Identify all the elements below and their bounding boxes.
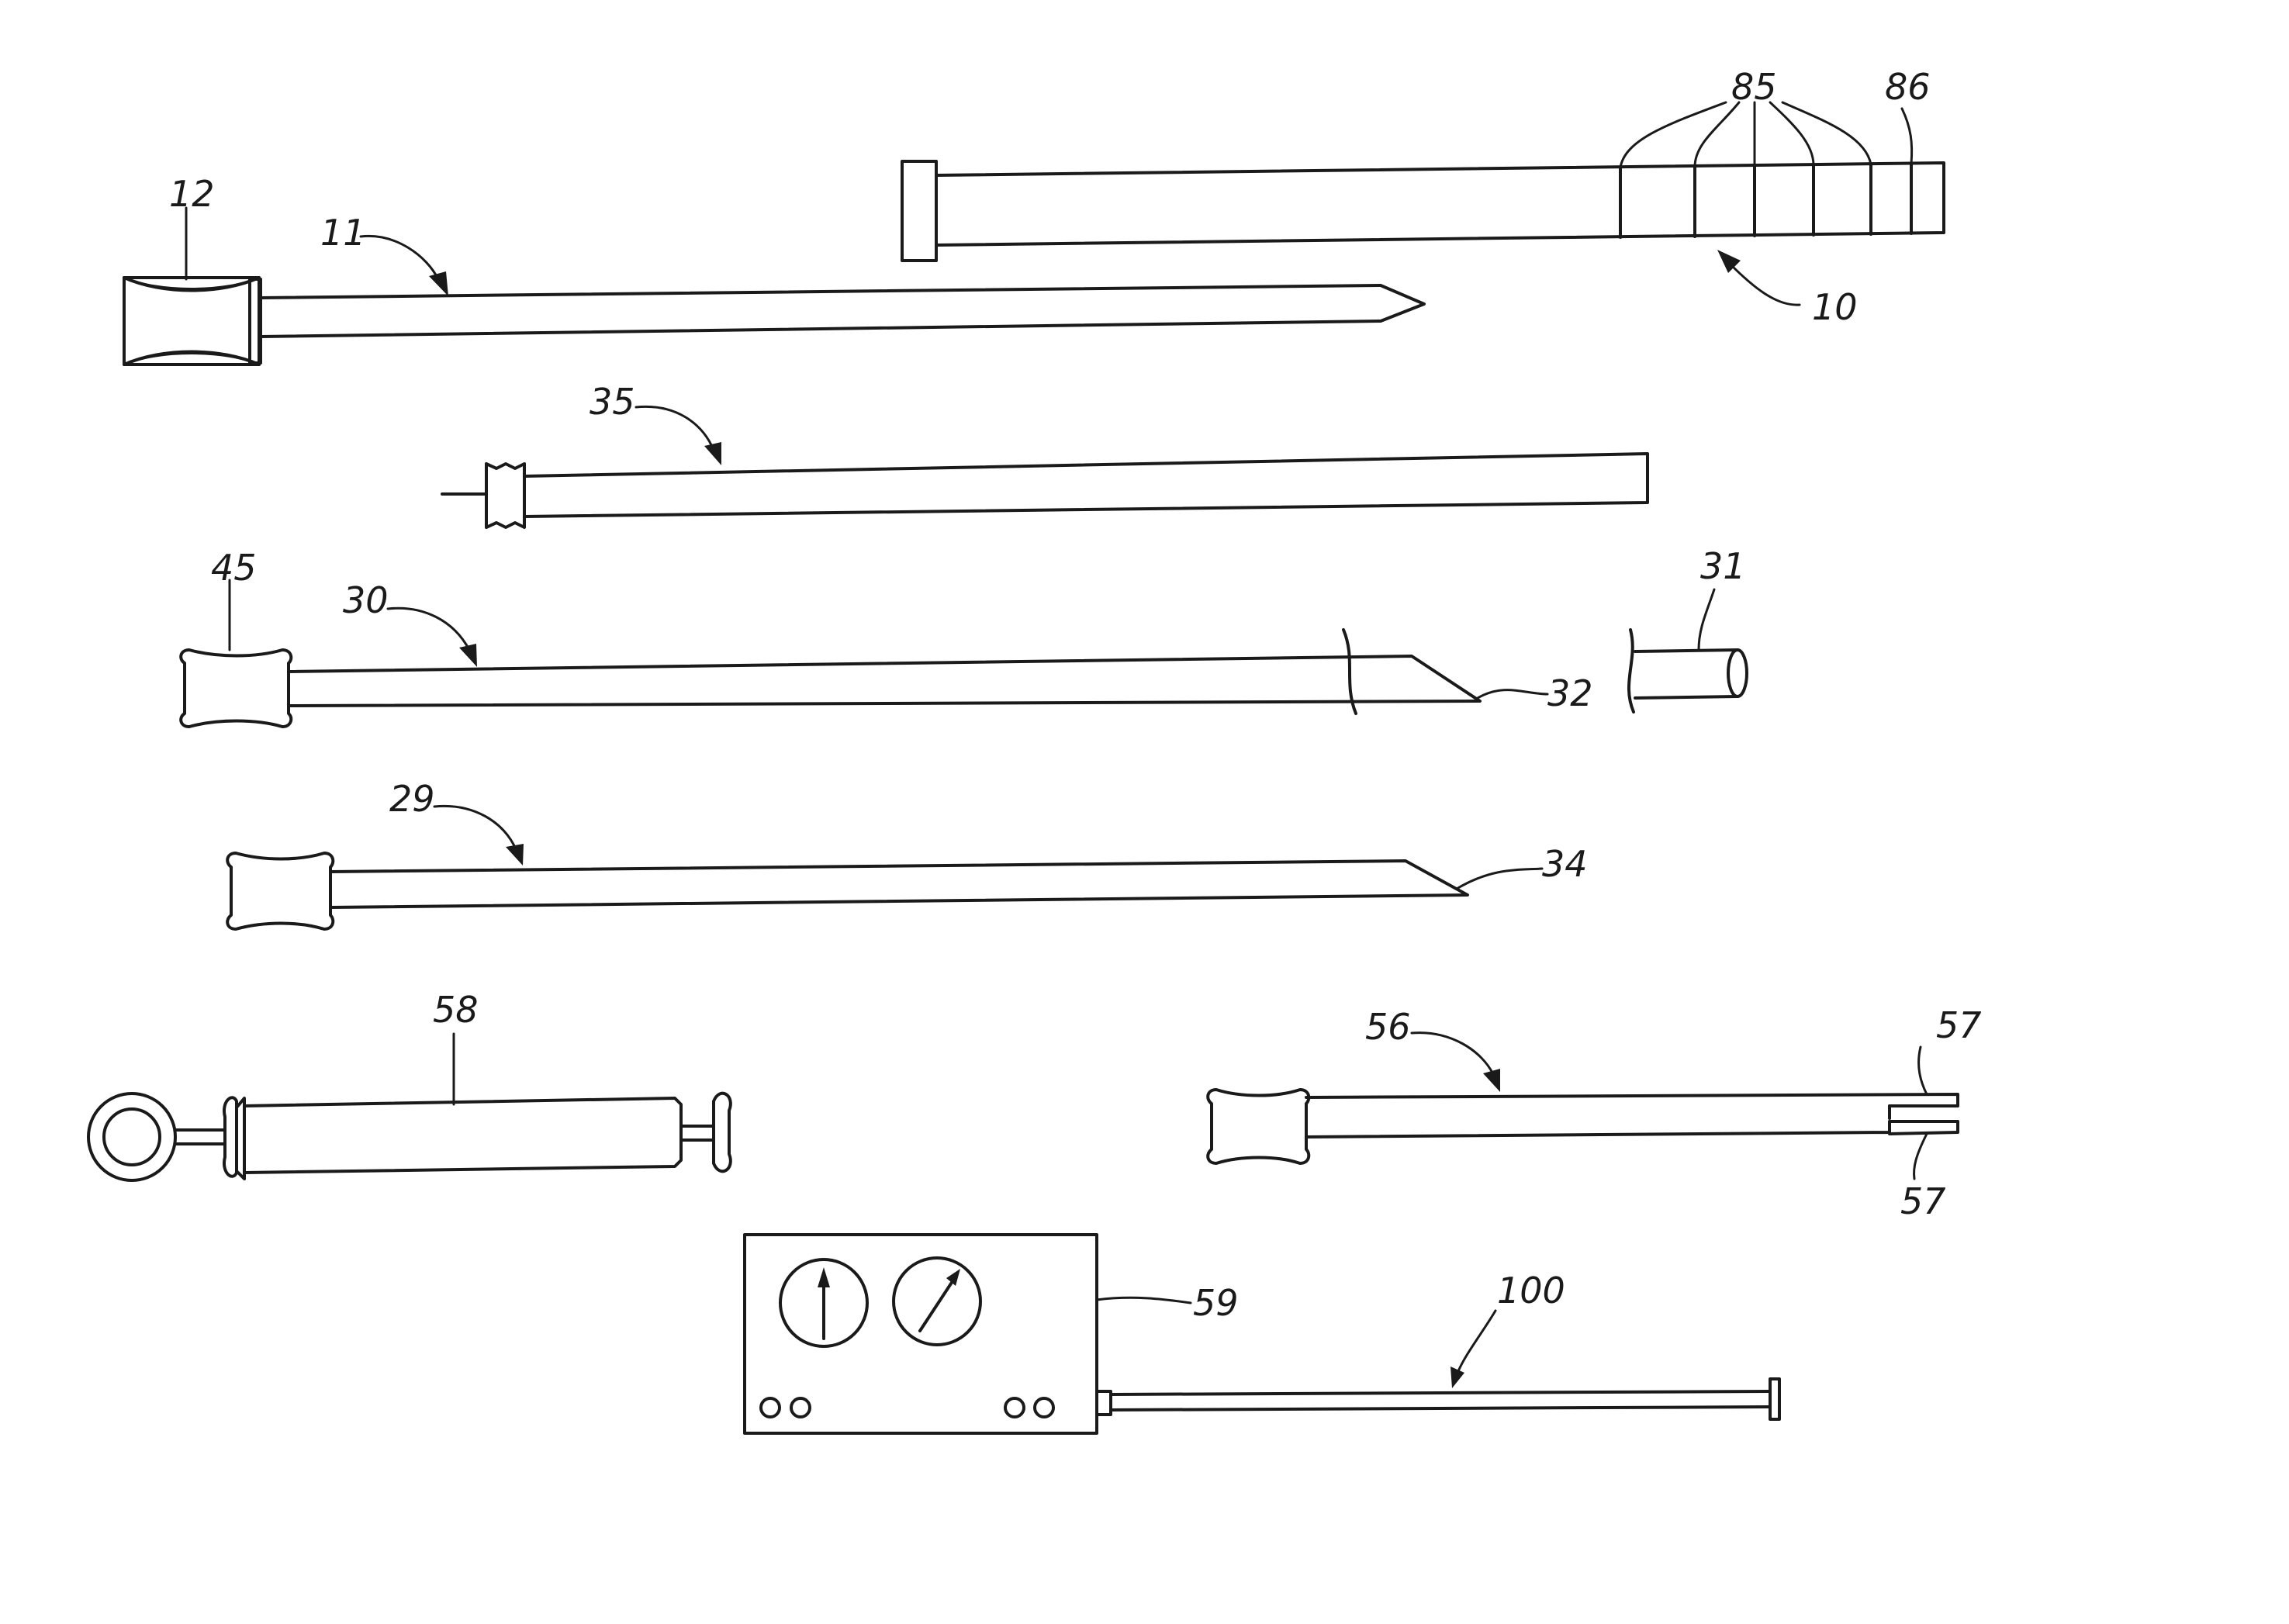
ref-label-11: 11 bbox=[320, 212, 366, 254]
syringe-ring-stem bbox=[175, 1130, 225, 1144]
arrow-100 bbox=[1451, 1367, 1464, 1388]
needle-29: 34 29 bbox=[227, 778, 1587, 929]
tube-35: 35 bbox=[442, 381, 1648, 527]
arrow-30 bbox=[459, 644, 477, 667]
cannula-10-cap bbox=[902, 161, 936, 261]
probe-100-shaft bbox=[1111, 1391, 1770, 1410]
instrument-56-handle bbox=[1208, 1090, 1309, 1163]
ref-label-32: 32 bbox=[1547, 672, 1593, 714]
ref-label-85: 85 bbox=[1731, 66, 1777, 108]
leader-56 bbox=[1412, 1033, 1493, 1074]
ref-label-12: 12 bbox=[169, 173, 215, 215]
ref-label-86: 86 bbox=[1885, 66, 1931, 108]
needle-29-handle bbox=[227, 853, 333, 929]
gauge-right-needle-head bbox=[946, 1269, 960, 1286]
ref-label-30: 30 bbox=[343, 579, 389, 621]
leader-85-d bbox=[1770, 102, 1814, 165]
knob-3 bbox=[1005, 1398, 1024, 1417]
syringe-ring-inner bbox=[104, 1109, 160, 1165]
ref-label-10: 10 bbox=[1812, 286, 1858, 328]
needle-29-shaft bbox=[330, 861, 1468, 907]
cannula-10-tube bbox=[936, 163, 1944, 245]
needle-30-shaft bbox=[289, 656, 1480, 706]
leader-30 bbox=[388, 608, 469, 650]
ref-label-35: 35 bbox=[590, 381, 635, 423]
knob-4 bbox=[1035, 1398, 1053, 1417]
probe-100-connector bbox=[1097, 1391, 1111, 1415]
leader-34 bbox=[1457, 869, 1542, 889]
leader-31 bbox=[1699, 589, 1714, 650]
control-unit-59: 59 bbox=[745, 1235, 1239, 1433]
probe-100-tip bbox=[1770, 1379, 1779, 1419]
leader-59 bbox=[1097, 1297, 1191, 1303]
ref-label-34: 34 bbox=[1542, 843, 1588, 885]
knob-2 bbox=[791, 1398, 810, 1417]
rod-31-body bbox=[1635, 650, 1737, 698]
handle-45 bbox=[181, 650, 291, 727]
arrow-29 bbox=[506, 844, 524, 866]
gauge-right-needle bbox=[920, 1281, 953, 1331]
tube-35-body bbox=[524, 454, 1648, 517]
syringe-plunger-cap bbox=[714, 1094, 731, 1172]
ref-label-57-top: 57 bbox=[1936, 1004, 1982, 1046]
control-unit-59-housing bbox=[745, 1235, 1097, 1433]
syringe-plunger-rod bbox=[681, 1126, 714, 1140]
leader-57-top bbox=[1919, 1047, 1927, 1094]
leader-11 bbox=[361, 236, 438, 279]
leader-29 bbox=[434, 806, 516, 849]
ref-label-59: 59 bbox=[1193, 1282, 1239, 1324]
ref-label-57-bottom: 57 bbox=[1900, 1180, 1946, 1222]
leader-32 bbox=[1478, 690, 1547, 698]
ref-label-31: 31 bbox=[1700, 545, 1746, 587]
depth-markings-85 bbox=[1620, 164, 1871, 237]
rod-31: 31 bbox=[1629, 545, 1747, 712]
ref-label-100: 100 bbox=[1497, 1270, 1565, 1311]
arrow-11 bbox=[429, 271, 448, 296]
leader-86 bbox=[1902, 109, 1912, 164]
leader-35 bbox=[636, 406, 714, 450]
syringe-barrel bbox=[244, 1098, 681, 1173]
knob-1 bbox=[761, 1398, 780, 1417]
trocar-11: 12 11 bbox=[124, 173, 1424, 365]
leader-100 bbox=[1458, 1311, 1495, 1371]
ref-label-29: 29 bbox=[389, 778, 435, 820]
gauge-right bbox=[894, 1258, 980, 1345]
instrument-56: 57 57 56 bbox=[1208, 1004, 1981, 1222]
syringe-flange bbox=[224, 1097, 237, 1177]
ref-label-58: 58 bbox=[433, 989, 479, 1031]
rod-31-break bbox=[1629, 630, 1634, 712]
needle-30: 32 45 30 bbox=[181, 547, 1592, 727]
leader-85-e bbox=[1782, 102, 1871, 164]
arrow-56 bbox=[1483, 1069, 1500, 1092]
trocar-11-shaft bbox=[261, 285, 1424, 337]
syringe-58: 58 bbox=[88, 989, 731, 1180]
ref-label-45: 45 bbox=[211, 547, 257, 589]
tube-35-thread bbox=[486, 464, 524, 527]
instrument-56-shaft bbox=[1306, 1094, 1958, 1137]
leader-10 bbox=[1730, 264, 1800, 305]
rod-31-end bbox=[1728, 650, 1747, 696]
syringe-ring-outer bbox=[88, 1094, 175, 1180]
arrow-35 bbox=[704, 442, 721, 465]
handle-12-body bbox=[124, 278, 259, 365]
ref-label-56: 56 bbox=[1365, 1006, 1411, 1048]
gauge-left-needle-head bbox=[818, 1267, 830, 1287]
leader-57-bottom bbox=[1914, 1134, 1927, 1179]
